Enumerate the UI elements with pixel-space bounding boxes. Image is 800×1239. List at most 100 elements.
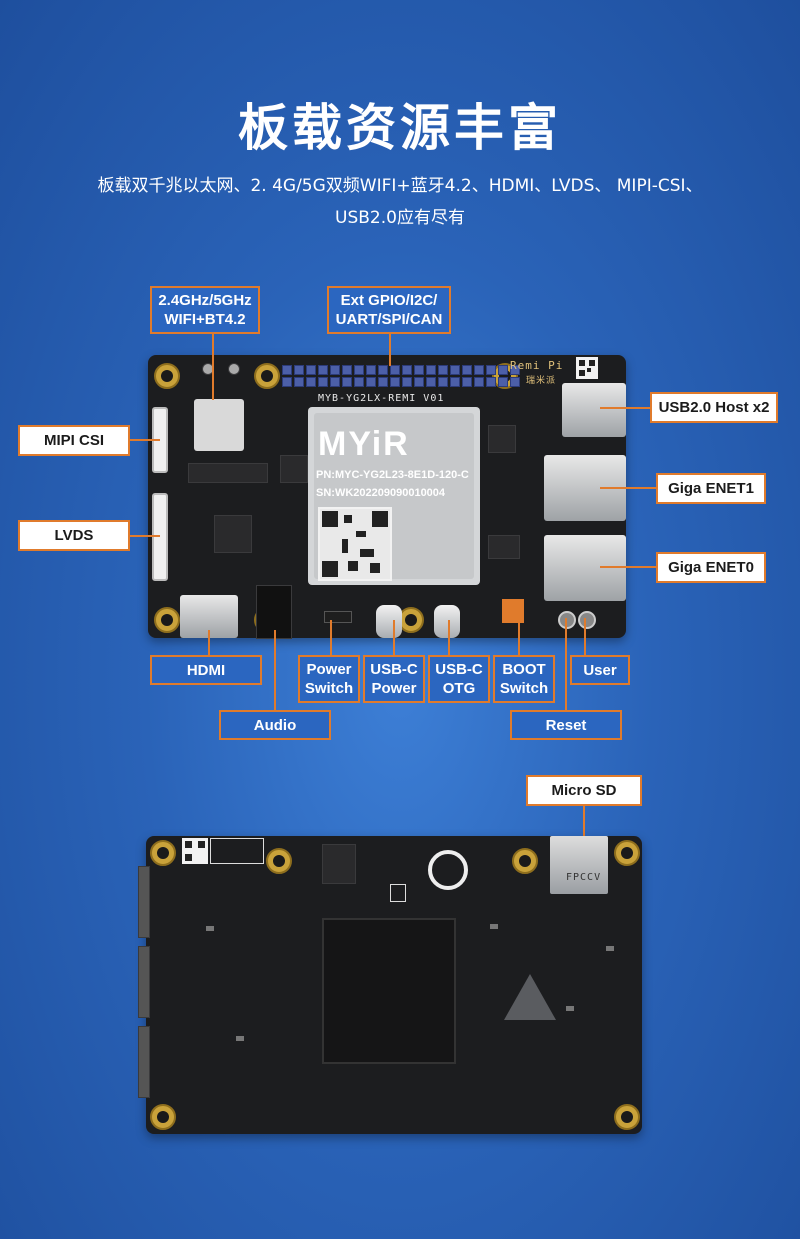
- leader-line: [212, 334, 214, 400]
- label-audio: Audio: [219, 710, 331, 740]
- label-usbc-power: USB-C Power: [363, 655, 425, 703]
- recycle-bin-icon: [390, 884, 406, 902]
- label-reset: Reset: [510, 710, 622, 740]
- boot-mode-table: [210, 838, 264, 864]
- mounting-hole: [254, 363, 280, 389]
- silk-board-name-cn: 瑞米派: [526, 376, 557, 386]
- label-usbc-power-line1: USB-C: [370, 661, 418, 678]
- power-switch: [324, 611, 352, 623]
- audio-jack: [256, 585, 292, 639]
- leader-line: [600, 566, 656, 568]
- mounting-hole: [266, 848, 292, 874]
- ic-chip: [488, 425, 516, 453]
- som-part-number: PN:MYC-YG2L23-8E1D-120-C: [316, 469, 469, 481]
- mounting-hole: [614, 840, 640, 866]
- ic-chip: [188, 463, 268, 483]
- sd-slot-text: FPCCV: [566, 872, 602, 883]
- leader-line: [130, 439, 160, 441]
- label-gpio-line1: Ext GPIO/I2C/: [340, 292, 438, 309]
- ethernet-port-0: [544, 535, 626, 601]
- subtitle-line-2: USB2.0应有尽有: [335, 208, 465, 228]
- usbc-power-port: [376, 605, 402, 638]
- leader-line: [393, 620, 395, 656]
- label-power-switch-line1: Power: [306, 661, 352, 678]
- usbc-otg-port: [434, 605, 460, 638]
- label-usbc-power-line2: Power: [371, 680, 417, 697]
- leader-line: [448, 620, 450, 656]
- label-wifi: 2.4GHz/5GHz WIFI+BT4.2: [150, 286, 260, 334]
- label-usbc-otg-line1: USB-C: [435, 661, 483, 678]
- boot-dip-switch: [502, 599, 524, 623]
- label-gpio: Ext GPIO/I2C/ UART/SPI/CAN: [327, 286, 451, 334]
- leader-line: [584, 618, 586, 656]
- som-logo: MYiR: [318, 425, 410, 463]
- smd-component: [606, 946, 614, 951]
- warning-triangle-icon: [504, 974, 556, 1020]
- leader-line: [274, 630, 276, 710]
- edge-connector: [138, 946, 150, 1018]
- leader-line: [208, 630, 210, 655]
- leader-line: [389, 334, 391, 366]
- silk-model: MYB-YG2LX-REMI V01: [318, 393, 445, 404]
- edge-connector: [138, 1026, 150, 1098]
- antenna-connector: [228, 363, 240, 375]
- label-usb-host: USB2.0 Host x2: [650, 392, 778, 423]
- reset-button: [558, 611, 576, 629]
- gpio-header: [282, 365, 520, 387]
- leader-line: [600, 487, 656, 489]
- label-power-switch: Power Switch: [298, 655, 360, 703]
- label-micro-sd: Micro SD: [526, 775, 642, 806]
- leader-line: [583, 806, 585, 842]
- label-wifi-line2: WIFI+BT4.2: [164, 311, 246, 328]
- leader-line: [565, 618, 567, 710]
- label-boot-switch: BOOT Switch: [493, 655, 555, 703]
- mounting-hole: [614, 1104, 640, 1130]
- smd-component: [490, 924, 498, 929]
- label-lvds: LVDS: [18, 520, 130, 551]
- label-boot-switch-line1: BOOT: [502, 661, 546, 678]
- no-symbol-icon: [428, 850, 468, 890]
- ic-chip: [280, 455, 308, 483]
- micro-sd-slot: [550, 836, 608, 894]
- leader-line: [130, 535, 160, 537]
- usb-host-port: [562, 383, 626, 437]
- smd-component: [566, 1006, 574, 1011]
- leader-line: [518, 615, 520, 656]
- mounting-hole: [512, 848, 538, 874]
- mounting-hole: [150, 840, 176, 866]
- user-button: [578, 611, 596, 629]
- smd-component: [236, 1036, 244, 1041]
- ic-chip: [214, 515, 252, 553]
- page-title: 板载资源丰富: [238, 99, 562, 157]
- label-user: User: [570, 655, 630, 685]
- som-footprint-area: [322, 918, 456, 1064]
- mounting-hole: [150, 1104, 176, 1130]
- silk-board-name: Remi Pi: [510, 359, 564, 372]
- lvds-connector: [152, 493, 168, 581]
- label-usbc-otg-line2: OTG: [442, 680, 476, 697]
- som-qr-code: [318, 507, 392, 581]
- label-power-switch-line2: Switch: [304, 680, 354, 697]
- label-boot-switch-line2: Switch: [499, 680, 549, 697]
- label-giga-enet0: Giga ENET0: [656, 552, 766, 583]
- ic-chip: [322, 844, 356, 884]
- edge-connector: [138, 866, 150, 938]
- som-module: MYiR PN:MYC-YG2L23-8E1D-120-C SN:WK20220…: [308, 407, 480, 585]
- label-hdmi: HDMI: [150, 655, 262, 685]
- mounting-hole: [154, 607, 180, 633]
- wifi-module: [194, 399, 244, 451]
- board-bottom-view: FPCCV: [138, 836, 642, 1134]
- label-usbc-otg: USB-C OTG: [428, 655, 490, 703]
- smd-component: [206, 926, 214, 931]
- ic-chip: [488, 535, 520, 559]
- mounting-hole: [154, 363, 180, 389]
- board-qr-code: [576, 357, 598, 379]
- label-gpio-line2: UART/SPI/CAN: [335, 311, 443, 328]
- board-top-view: MYB-YG2LX-REMI V01 Remi Pi 瑞米派 MYiR PN:M…: [148, 355, 626, 639]
- leader-line: [330, 620, 332, 656]
- som-serial-number: SN:WK202209090010004: [316, 487, 446, 499]
- page-subtitle: 板载双千兆以太网、2. 4G/5G双频WIFI+蓝牙4.2、HDMI、LVDS、…: [60, 170, 740, 234]
- bottom-qr-code: [182, 838, 208, 864]
- label-wifi-line1: 2.4GHz/5GHz: [158, 292, 252, 309]
- leader-line: [600, 407, 650, 409]
